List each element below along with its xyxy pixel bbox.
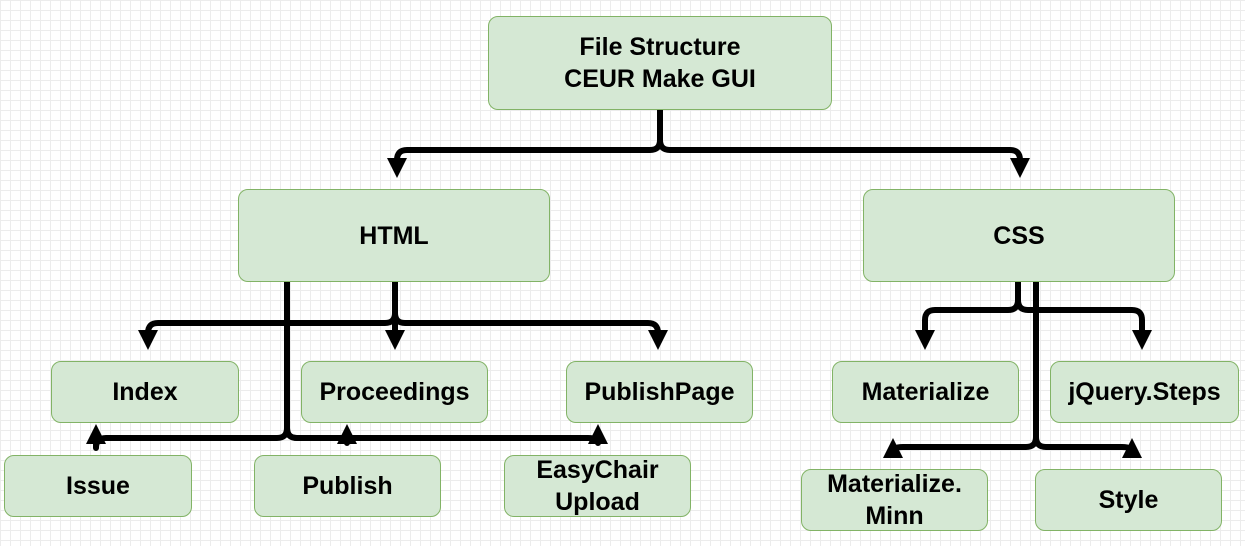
edge-html-publishpage bbox=[392, 282, 668, 350]
node-issue: Issue bbox=[4, 455, 192, 517]
node-proceedings: Proceedings bbox=[301, 361, 488, 423]
node-css: CSS bbox=[863, 189, 1175, 282]
edge-css-jquery bbox=[1015, 282, 1152, 350]
edge-html-easychair bbox=[284, 282, 608, 446]
node-style: Style bbox=[1035, 469, 1222, 531]
edge-root-css bbox=[657, 110, 1030, 178]
edge-root-html bbox=[387, 110, 663, 178]
edge-html-index bbox=[138, 282, 398, 350]
edge-css-style bbox=[1033, 282, 1142, 458]
node-jquery-steps: jQuery.Steps bbox=[1050, 361, 1239, 423]
node-materialize: Materialize bbox=[832, 361, 1019, 423]
node-publishpage: PublishPage bbox=[566, 361, 753, 423]
node-index: Index bbox=[51, 361, 239, 423]
edge-css-materialize bbox=[915, 282, 1021, 350]
node-root: File Structure CEUR Make GUI bbox=[488, 16, 832, 110]
node-materialize-minn: Materialize. Minn bbox=[801, 469, 988, 531]
node-publish: Publish bbox=[254, 455, 441, 517]
node-html: HTML bbox=[238, 189, 550, 282]
node-easychair-upload: EasyChair Upload bbox=[504, 455, 691, 517]
